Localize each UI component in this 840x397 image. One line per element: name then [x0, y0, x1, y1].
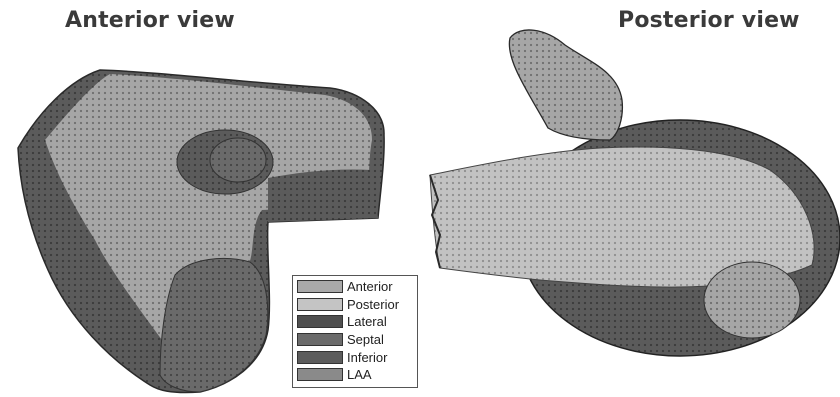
legend-item-inferior: Inferior: [297, 348, 413, 366]
legend-item-laa: LAA: [297, 366, 413, 384]
ostium-shape: [210, 138, 266, 182]
legend-item-lateral: Lateral: [297, 313, 413, 331]
legend-item-posterior: Posterior: [297, 296, 413, 314]
legend-swatch: [297, 368, 343, 381]
legend-label: Anterior: [347, 279, 393, 294]
region-legend: Anterior Posterior Lateral Septal Inferi…: [292, 275, 418, 388]
legend-label: Lateral: [347, 314, 387, 329]
legend-label: Posterior: [347, 297, 399, 312]
legend-swatch: [297, 280, 343, 293]
legend-item-septal: Septal: [297, 331, 413, 349]
inferior-region-shape: [160, 258, 268, 392]
legend-swatch: [297, 351, 343, 364]
lateral-region-shape: [268, 169, 378, 222]
legend-label: LAA: [347, 367, 372, 382]
legend-swatch: [297, 298, 343, 311]
legend-label: Inferior: [347, 350, 387, 365]
posterior-view-mesh: [430, 30, 840, 356]
legend-item-anterior: Anterior: [297, 278, 413, 296]
legend-swatch: [297, 333, 343, 346]
legend-label: Septal: [347, 332, 384, 347]
legend-swatch: [297, 315, 343, 328]
posterior-inferior-shape: [704, 262, 800, 338]
laa-region-shape: [509, 30, 622, 140]
